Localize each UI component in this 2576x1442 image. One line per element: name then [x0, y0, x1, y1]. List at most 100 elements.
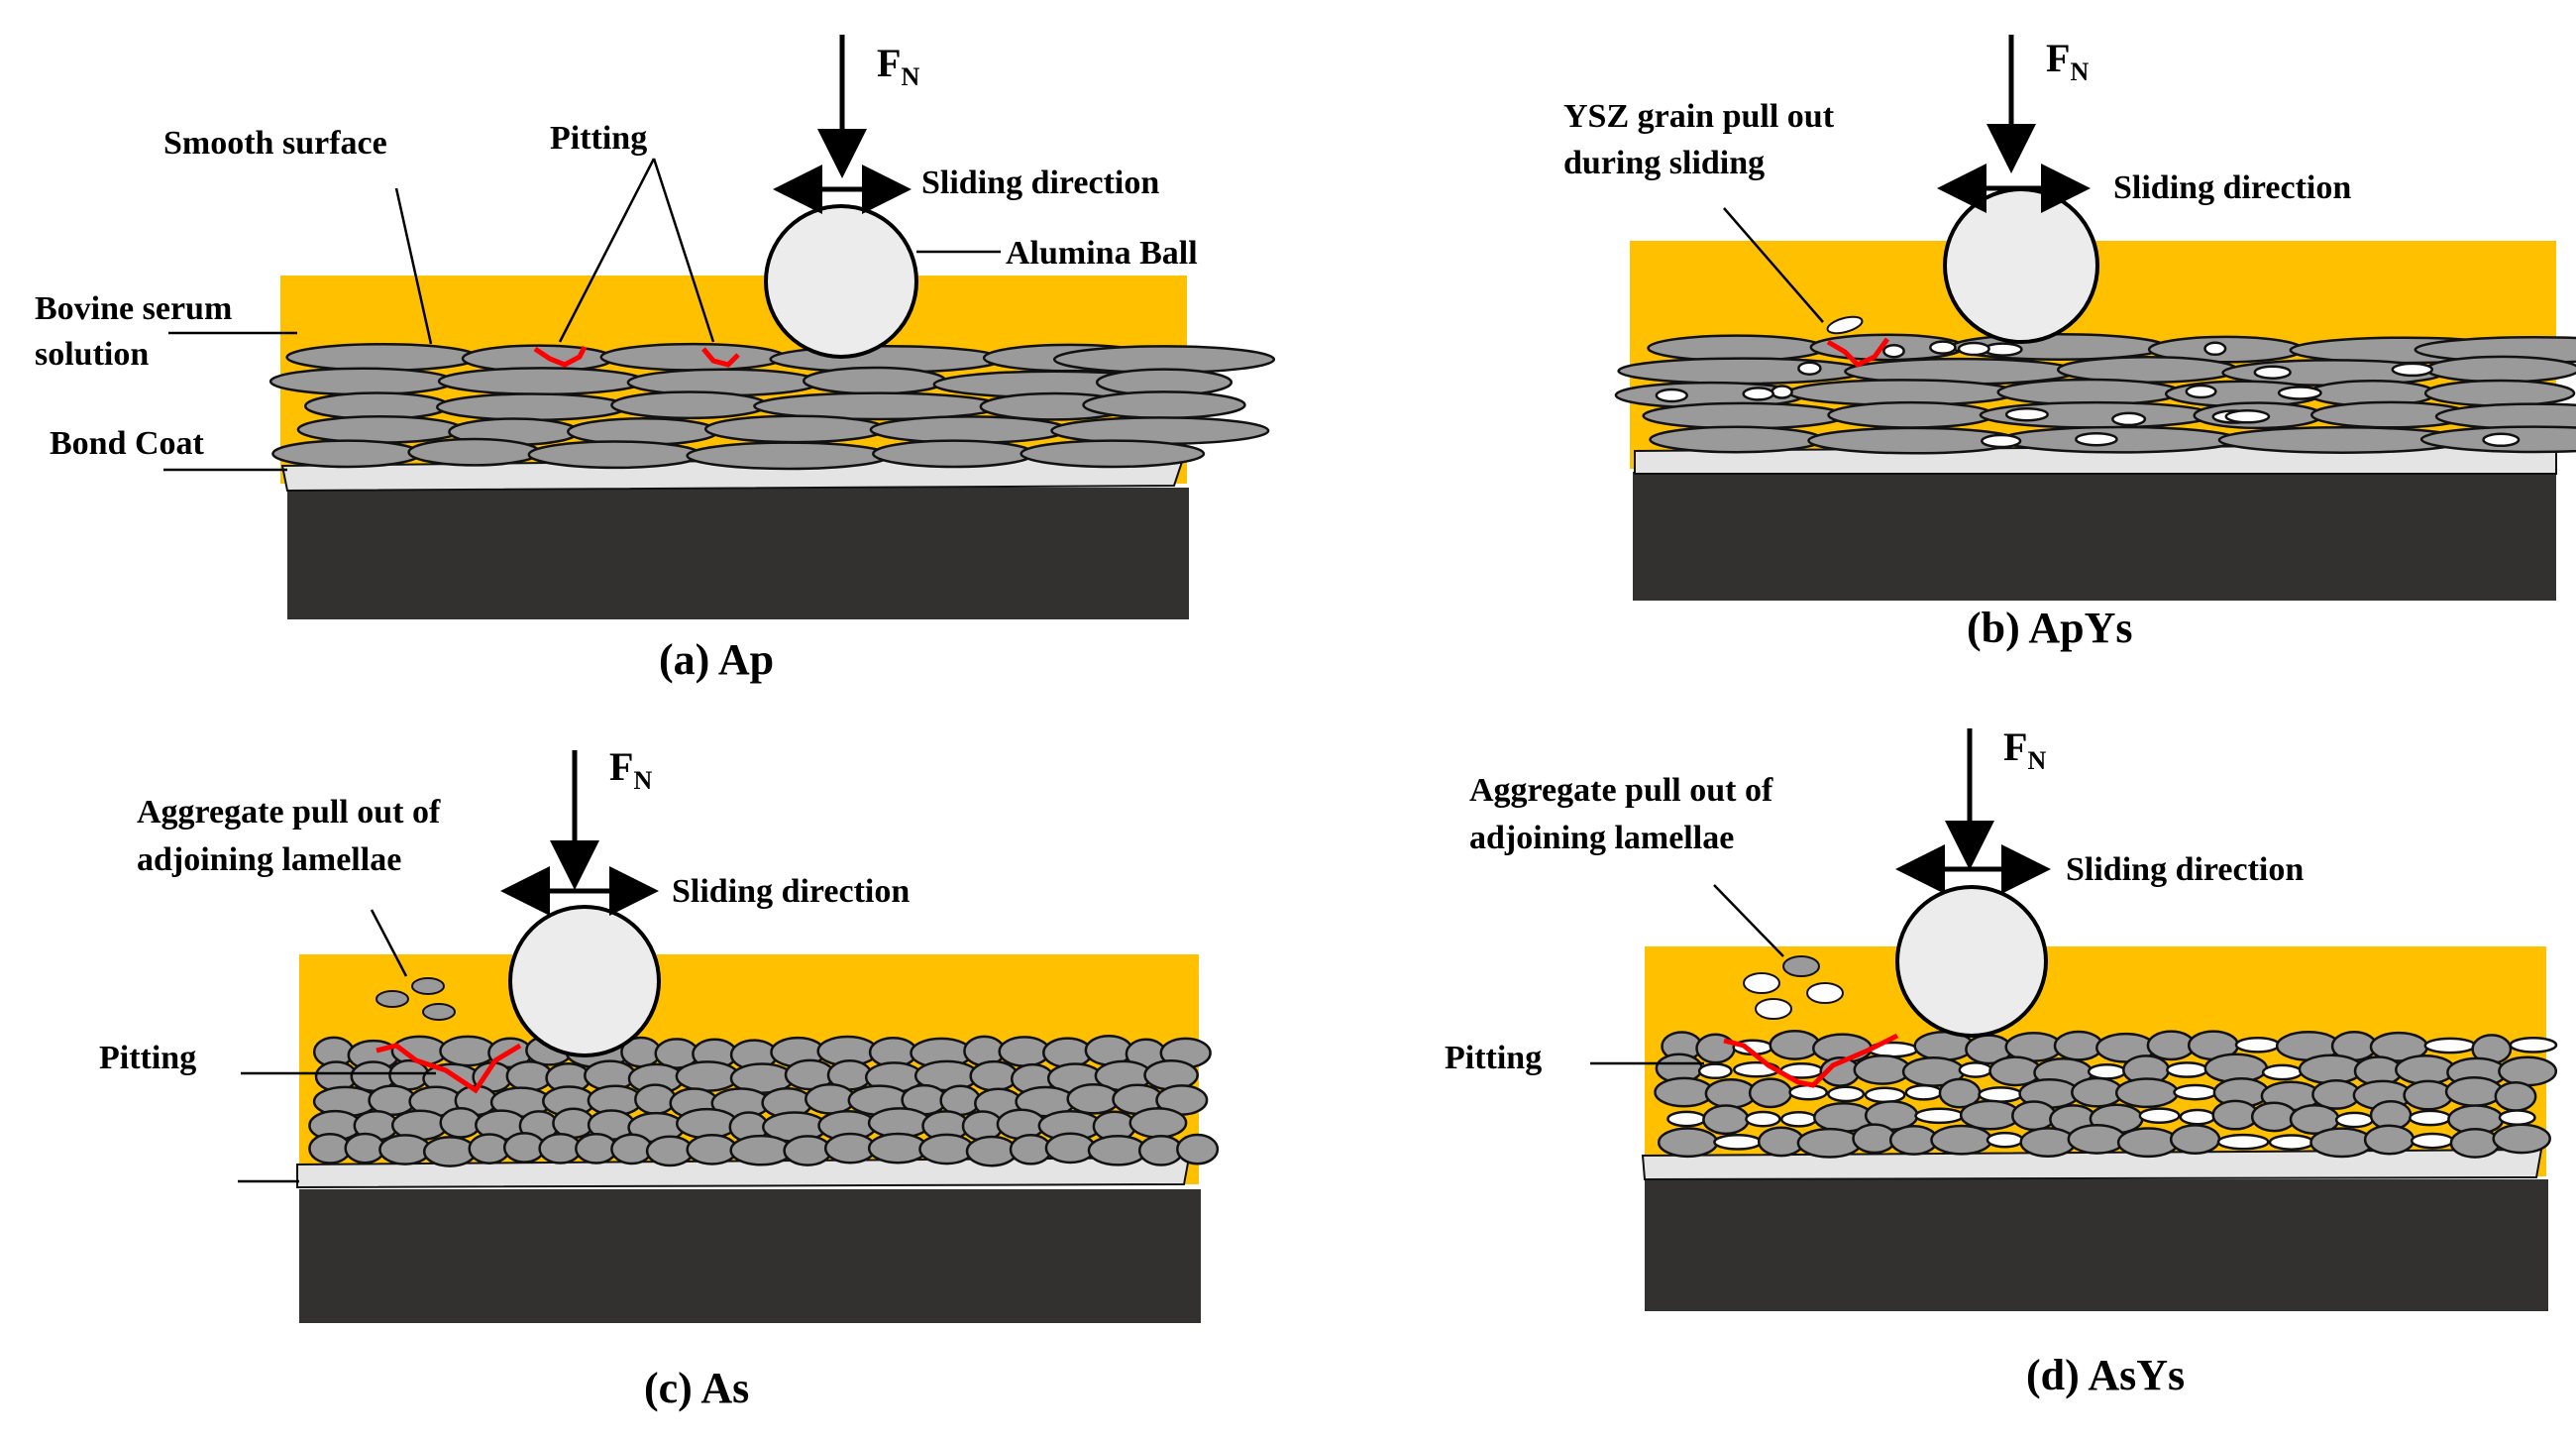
panel-a [163, 35, 1276, 619]
ysz-grain [2391, 362, 2434, 378]
ysz-grain [2075, 431, 2118, 447]
lamella [435, 392, 629, 422]
lamella [2494, 1080, 2537, 1112]
lamella [2053, 1030, 2104, 1061]
ysz-grain [1666, 1110, 1707, 1128]
pitting-label: Pitting [99, 1040, 197, 1076]
lamella [805, 1083, 856, 1115]
aggregate-debris [376, 990, 409, 1008]
aggregate-debris [422, 1003, 456, 1021]
pitting-mark [701, 347, 740, 368]
substrate [1645, 1179, 2548, 1311]
ysz-grain [2004, 406, 2049, 422]
lamella [1176, 1133, 1220, 1165]
substrate [287, 488, 1189, 619]
lamella [296, 414, 464, 444]
lamella [2146, 1030, 2197, 1061]
ysz-grain [2234, 1036, 2281, 1054]
aggregate-debris [1743, 972, 1780, 994]
ysz-grain [1981, 433, 2022, 449]
ysz-grain [2253, 365, 2292, 380]
panel-b [1614, 35, 2576, 601]
ysz-pull-out-label: YSZ grain pull out [1563, 98, 1835, 135]
lamella [308, 1133, 352, 1165]
ysz-grain [1957, 341, 1990, 357]
ysz-grain [2179, 1108, 2216, 1126]
aggregate-debris [411, 977, 445, 995]
lamella [2011, 1100, 2057, 1132]
lamella [1082, 390, 1246, 420]
aggregate-debris [1806, 982, 1844, 1004]
lamella [1959, 1099, 2021, 1131]
sliding-direction-label: Sliding direction [2066, 851, 2305, 888]
ysz-grain [2277, 386, 2322, 400]
ysz-grain [2087, 1062, 2127, 1080]
ysz-grain [1904, 1083, 1943, 1101]
ysz-grain [2224, 409, 2271, 424]
lamella [527, 440, 702, 470]
ysz-grain [1771, 385, 1793, 399]
lamella [2444, 1076, 2504, 1107]
lamella [869, 415, 1069, 445]
substrate [299, 1189, 1201, 1323]
lamella [1647, 334, 1827, 363]
normal-force-label: FN [2046, 36, 2090, 86]
lamella [626, 368, 820, 397]
lamella [610, 390, 769, 420]
ysz-grain [1958, 1061, 1993, 1078]
lamella [1050, 416, 1270, 446]
ysz-grain [2138, 1107, 2181, 1125]
ysz-grain [2509, 1037, 2558, 1054]
ysz-grain [2166, 1061, 2208, 1078]
aggregate-pull-out-label: Aggregate pull out of [1469, 772, 1773, 809]
lamella [1702, 1104, 1750, 1136]
lamella [1704, 1077, 1758, 1109]
lamella [599, 342, 787, 372]
ysz-grain [1788, 1083, 1828, 1101]
ysz-grain [2498, 1109, 2536, 1126]
panel-c [238, 750, 1220, 1323]
alumina-ball [764, 204, 918, 359]
lamella [439, 1107, 483, 1139]
lamella [2116, 1127, 2180, 1159]
aggregate-pull-out-label-line2: adjoining lamellae [1469, 820, 1735, 856]
lamella [867, 1132, 928, 1165]
lamella [2434, 402, 2576, 431]
lamella [407, 437, 541, 467]
lamella [1066, 1082, 1121, 1115]
lamella [645, 1135, 695, 1167]
lamella [271, 439, 422, 469]
ysz-grain [2268, 1134, 2314, 1151]
panel-a-caption: (a) Ap [659, 635, 775, 684]
ysz-grain [1929, 340, 1957, 355]
lamella [2211, 1099, 2259, 1131]
ysz-grain [1697, 1062, 1733, 1080]
leader-line [370, 909, 408, 977]
normal-force-label: FN [877, 41, 920, 91]
lamella [1757, 1126, 1805, 1158]
lamella [1748, 1077, 1793, 1109]
ysz-grain [1986, 1131, 2024, 1149]
lamella [2067, 1123, 2127, 1155]
lamella [1827, 400, 1995, 429]
aggregate-pull-out-label: Aggregate pull out of [137, 794, 441, 831]
aggregate-debris [1782, 955, 1820, 977]
lamella [1617, 357, 1867, 386]
lamella [1654, 1076, 1715, 1108]
alumina-ball [508, 905, 661, 1057]
ysz-grain [1914, 1107, 1965, 1125]
ysz-grain [2111, 411, 2147, 427]
alumina-ball [1895, 885, 2048, 1038]
ysz-grain [1978, 1086, 2023, 1103]
ysz-grain [2261, 1063, 2304, 1081]
pitting-mark [533, 345, 588, 368]
lamella [1930, 1124, 1993, 1156]
leader-line [652, 158, 715, 343]
lamella [2395, 1054, 2456, 1085]
lamella [2449, 1127, 2501, 1159]
bond-coat [1641, 1148, 2543, 1181]
ysz-pull-out-label-line2: during sliding [1563, 145, 1766, 181]
lamella [918, 1133, 975, 1165]
lamellae-layer [1614, 333, 2576, 455]
